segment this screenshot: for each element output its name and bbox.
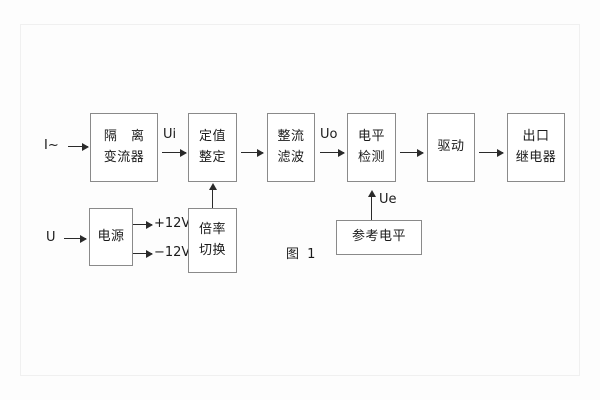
label-current-input: I~ [44,138,59,153]
node-power-supply[interactable]: 电源 [89,208,133,266]
node-multiplier-line1: 倍率 [198,222,226,238]
node-output-relay[interactable]: 出口 继电器 [507,113,565,182]
label-voltage-input: U [46,230,56,245]
node-power-supply-line1: 电源 [97,228,125,244]
node-driver[interactable]: 驱动 [427,113,475,182]
diagram-outer-frame [20,24,580,376]
node-level-detect-line2: 检测 [357,149,385,165]
arrow-input-to-power [64,234,87,243]
node-setting-line1: 定值 [198,129,226,145]
arrow-power-minus12v [133,249,153,258]
arrow-level-to-driver [400,148,424,157]
node-setting-line2: 整定 [198,149,226,165]
arrow-driver-to-output [479,148,504,157]
arrow-rectify-to-level [320,148,345,157]
node-isolation-ct-line2: 变流器 [103,149,145,165]
node-reference-level-line1: 参考电平 [351,229,406,245]
label-ui: Ui [163,127,177,142]
node-driver-line1: 驱动 [437,139,465,155]
node-output-relay-line2: 继电器 [515,149,557,165]
arrow-power-plus12v [133,220,153,229]
node-level-detect[interactable]: 电平 检测 [347,113,396,182]
figure-caption: 图 1 [286,247,318,262]
label-ue: Ue [379,192,397,207]
node-reference-level[interactable]: 参考电平 [336,220,422,255]
node-rectify-filter-line1: 整流 [277,129,305,145]
node-isolation-ct-line1: 隔 离 [103,129,150,145]
node-rectify-filter-line2: 滤波 [277,149,305,165]
node-multiplier-line2: 切换 [198,242,226,258]
label-plus-12v: +12V [154,216,191,231]
arrow-multiplier-to-setting [208,183,217,208]
node-setting[interactable]: 定值 整定 [188,113,237,182]
node-output-relay-line1: 出口 [522,129,550,145]
label-minus-12v: −12V [154,245,191,260]
arrow-setting-to-rectify [241,148,264,157]
label-uo: Uo [320,127,338,142]
arrow-input-to-isolation [68,142,89,151]
arrow-reference-to-level [367,190,376,220]
node-rectify-filter[interactable]: 整流 滤波 [267,113,315,182]
arrow-isolation-to-setting [162,148,187,157]
node-isolation-ct[interactable]: 隔 离 变流器 [90,113,158,182]
node-multiplier[interactable]: 倍率 切换 [188,208,237,273]
node-level-detect-line1: 电平 [357,129,385,145]
